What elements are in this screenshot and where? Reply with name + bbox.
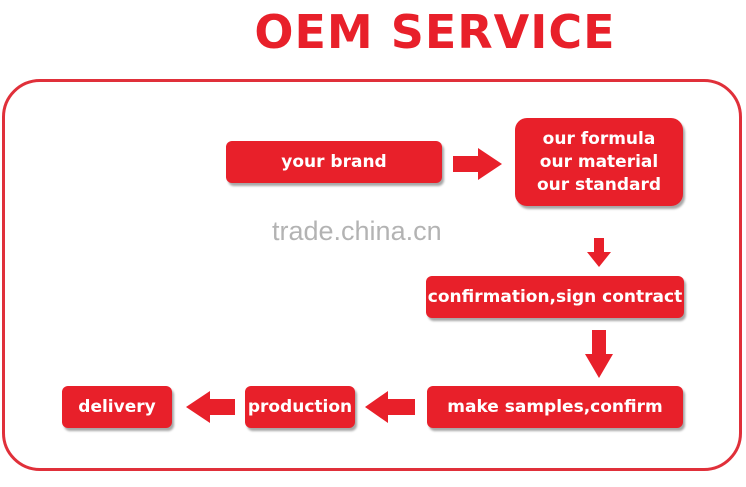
diagram-frame xyxy=(2,79,742,471)
step-make-samples-confirm: make samples,confirm xyxy=(427,386,683,428)
step-confirmation-label: confirmation,sign contract xyxy=(427,287,683,307)
step-confirmation-sign-contract: confirmation,sign contract xyxy=(426,276,684,318)
step-your-brand: your brand xyxy=(226,141,442,183)
step-delivery-label: delivery xyxy=(78,397,156,417)
arrow-down-icon xyxy=(585,330,613,378)
step-our-standard: our standard xyxy=(536,174,662,195)
arrow-left-icon xyxy=(186,391,235,423)
step-make-samples-label: make samples,confirm xyxy=(447,397,663,417)
step-our-material: our material xyxy=(539,151,659,172)
step-your-brand-label: your brand xyxy=(281,152,387,172)
arrow-right-icon xyxy=(453,148,502,180)
step-delivery: delivery xyxy=(62,386,172,428)
watermark: trade.china.cn xyxy=(272,216,442,246)
arrow-down-icon xyxy=(587,238,611,267)
arrow-left-icon xyxy=(365,391,415,423)
page-title: OEM SERVICE xyxy=(254,5,616,59)
step-production-label: production xyxy=(247,397,353,417)
step-production: production xyxy=(245,386,355,428)
step-our-formula-material-standard: our formula our material our standard xyxy=(515,118,683,206)
step-our-formula: our formula xyxy=(542,128,656,149)
